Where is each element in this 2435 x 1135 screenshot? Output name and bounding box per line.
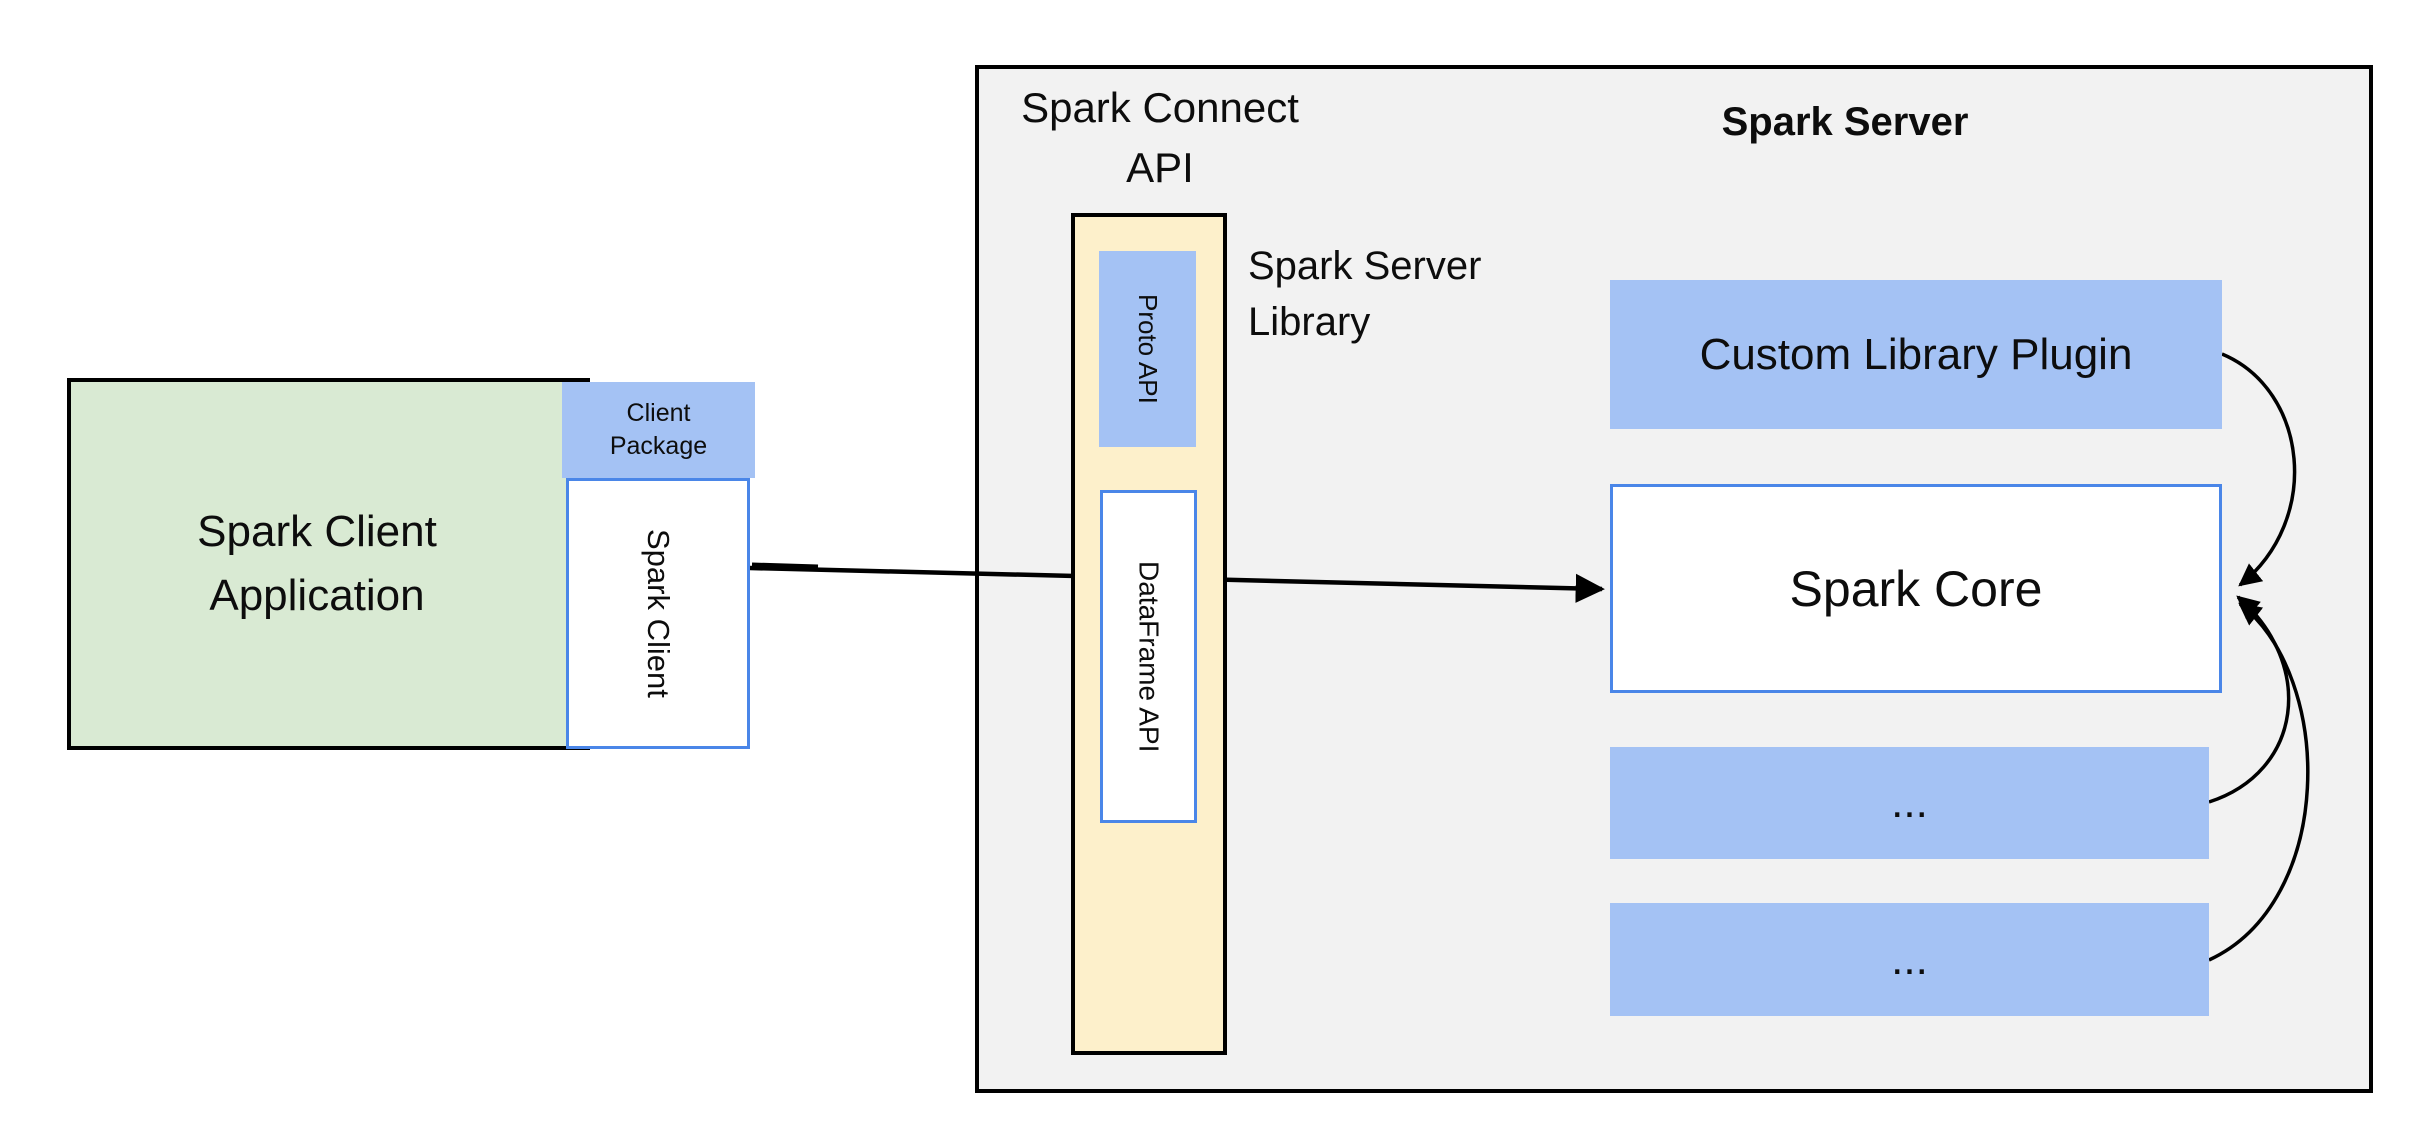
- spark-server-library-label: Spark Server Library: [1248, 238, 1578, 350]
- client-package-line2: Package: [609, 432, 708, 460]
- spark-connect-api-label: Spark Connect API: [1000, 78, 1320, 197]
- client-package-box: Client Package: [562, 382, 755, 478]
- proto-api-label: Proto API: [1133, 294, 1163, 404]
- spark-server-library-line1: Spark Server: [1248, 244, 1482, 288]
- spark-server-title: Spark Server: [1721, 100, 1969, 144]
- client-arrow-overlap-dash: [751, 562, 819, 570]
- spark-client-box: Spark Client: [566, 478, 750, 749]
- spark-server-library-line2: Library: [1248, 300, 1371, 344]
- spark-client-application-line2: Application: [209, 571, 425, 620]
- client-package-line1: Client: [626, 398, 691, 427]
- custom-library-plugin-box: Custom Library Plugin: [1610, 280, 2222, 429]
- spark-connect-api-line2: API: [1126, 143, 1194, 191]
- plugin-slot-box-2: ...: [1610, 903, 2209, 1016]
- plugin-slot-box-1: ...: [1610, 747, 2209, 859]
- dataframe-api-box: DataFrame API: [1100, 490, 1197, 823]
- plugin-slot-2-label: ...: [1891, 934, 1928, 984]
- spark-client-label: Spark Client: [641, 529, 676, 698]
- spark-client-application-label: Spark Client Application: [67, 378, 567, 750]
- spark-client-application-box: [67, 378, 590, 750]
- spark-core-box: Spark Core: [1610, 484, 2222, 693]
- spark-connect-api-line1: Spark Connect: [1021, 84, 1299, 131]
- spark-client-application-line1: Spark Client: [197, 507, 437, 557]
- proto-api-box: Proto API: [1099, 251, 1196, 447]
- dataframe-api-label: DataFrame API: [1133, 560, 1165, 753]
- spark-core-label: Spark Core: [1789, 560, 2043, 617]
- plugin-slot-1-label: ...: [1891, 778, 1928, 827]
- custom-library-plugin-label: Custom Library Plugin: [1699, 329, 2133, 379]
